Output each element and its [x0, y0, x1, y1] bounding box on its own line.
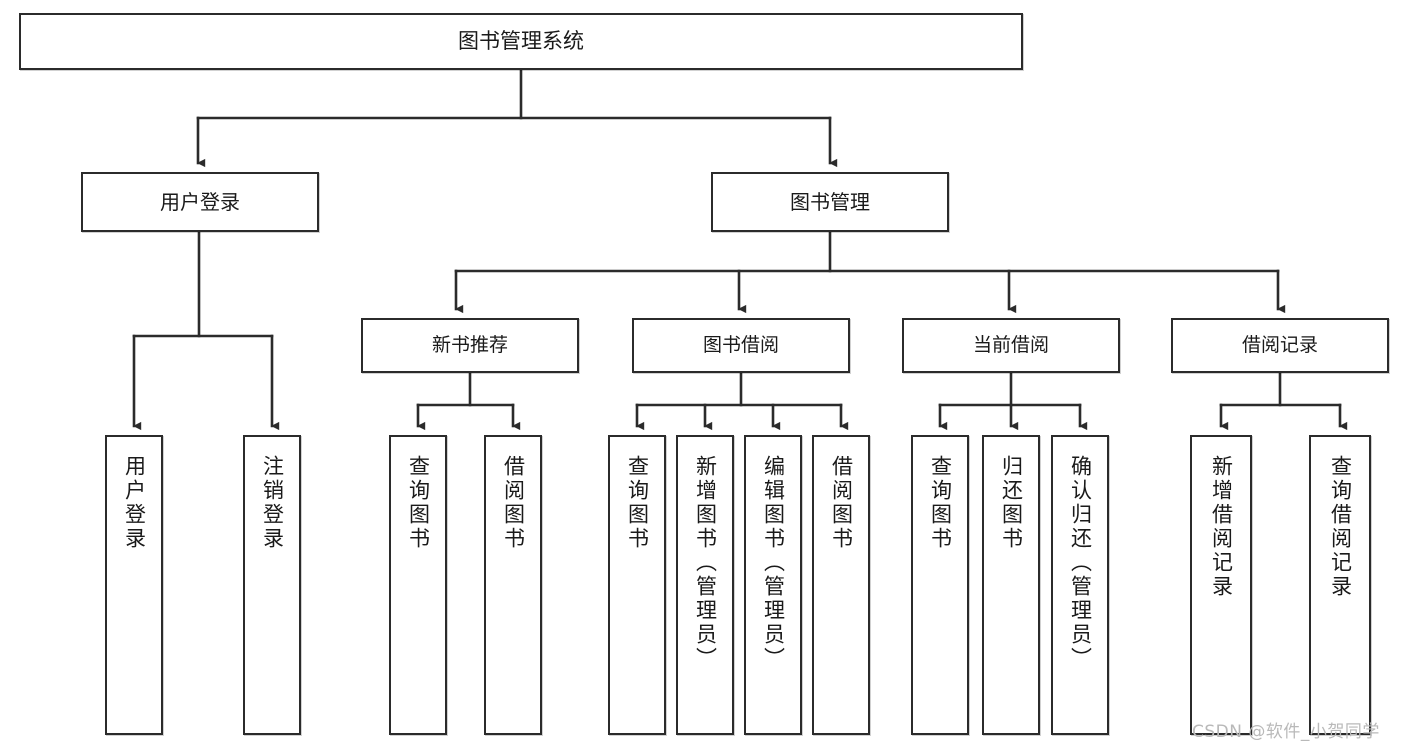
node-root-label: 图书管理系统 [458, 28, 584, 53]
node-book-manage[interactable]: 图书管理 [711, 172, 949, 232]
watermark: CSDN @软件_小贺同学 [1192, 722, 1380, 742]
node-borrow-record[interactable]: 借阅记录 [1171, 318, 1389, 373]
node-leaf-borrow-book-1[interactable]: 借阅图书 [484, 435, 542, 735]
node-leaf-borrow-book-2[interactable]: 借阅图书 [812, 435, 870, 735]
node-leaf-borrow-book-1-label: 借阅图书 [501, 455, 526, 551]
node-leaf-query-book-1-label: 查询图书 [406, 455, 431, 551]
node-leaf-edit-book-label: 编辑图书（管理员） [761, 455, 786, 671]
node-leaf-query-book-2-label: 查询图书 [625, 455, 650, 551]
node-leaf-query-book-3-label: 查询图书 [928, 455, 953, 551]
node-book-borrow-label: 图书借阅 [702, 334, 779, 357]
node-new-book-rec-label: 新书推荐 [431, 334, 508, 357]
node-book-manage-label: 图书管理 [790, 190, 870, 214]
node-leaf-add-record[interactable]: 新增借阅记录 [1190, 435, 1252, 735]
node-leaf-logout[interactable]: 注销登录 [243, 435, 301, 735]
node-leaf-query-book-1[interactable]: 查询图书 [389, 435, 447, 735]
node-root[interactable]: 图书管理系统 [19, 13, 1023, 70]
node-borrow-record-label: 借阅记录 [1241, 334, 1318, 357]
node-leaf-user-login[interactable]: 用户登录 [105, 435, 163, 735]
node-leaf-query-book-2[interactable]: 查询图书 [608, 435, 666, 735]
node-leaf-add-record-label: 新增借阅记录 [1209, 455, 1234, 599]
node-leaf-return-book-label: 归还图书 [999, 455, 1024, 551]
node-leaf-logout-label: 注销登录 [260, 455, 285, 551]
node-leaf-user-login-label: 用户登录 [122, 455, 147, 551]
node-new-book-rec[interactable]: 新书推荐 [361, 318, 579, 373]
node-book-borrow[interactable]: 图书借阅 [632, 318, 850, 373]
node-user-login-label: 用户登录 [160, 190, 240, 214]
node-leaf-query-record-label: 查询借阅记录 [1328, 455, 1353, 599]
node-leaf-add-book[interactable]: 新增图书（管理员） [676, 435, 734, 735]
node-user-login[interactable]: 用户登录 [81, 172, 319, 232]
node-leaf-query-record[interactable]: 查询借阅记录 [1309, 435, 1371, 735]
node-leaf-borrow-book-2-label: 借阅图书 [829, 455, 854, 551]
node-leaf-return-book[interactable]: 归还图书 [982, 435, 1040, 735]
node-current-borrow-label: 当前借阅 [972, 334, 1049, 357]
node-leaf-query-book-3[interactable]: 查询图书 [911, 435, 969, 735]
node-current-borrow[interactable]: 当前借阅 [902, 318, 1120, 373]
node-leaf-confirm-return[interactable]: 确认归还（管理员） [1051, 435, 1109, 735]
node-leaf-edit-book[interactable]: 编辑图书（管理员） [744, 435, 802, 735]
node-leaf-confirm-return-label: 确认归还（管理员） [1068, 455, 1093, 671]
node-leaf-add-book-label: 新增图书（管理员） [693, 455, 718, 671]
